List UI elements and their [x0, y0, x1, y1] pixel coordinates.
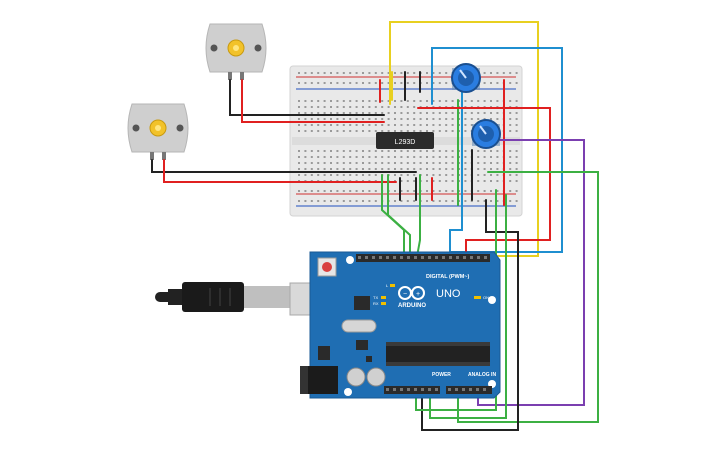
dc-motor-left[interactable] [127, 103, 189, 160]
wire-purple [477, 139, 585, 406]
wire-green-long [457, 171, 599, 423]
usb-cable[interactable] [155, 282, 321, 316]
wire-motor-top-red [241, 79, 385, 123]
tx-label: TX [373, 295, 378, 300]
l-led-label: L [386, 283, 389, 288]
reset-button[interactable] [317, 257, 337, 277]
l293d-chip[interactable]: L293D [376, 132, 434, 149]
wire-motor-top-black [229, 79, 385, 116]
crystal [341, 319, 377, 333]
svg-text:+: + [416, 291, 420, 298]
digital-label: DIGITAL (PWM~) [426, 274, 470, 280]
power-label: POWER [432, 372, 451, 378]
model-label: UNO [436, 288, 461, 300]
reset-button-icon [322, 262, 332, 272]
dc-motor-top[interactable] [205, 23, 267, 80]
brand-label: ARDUINO [398, 303, 426, 309]
potentiometer-top[interactable] [451, 63, 481, 93]
arduino-logo: − + [398, 286, 425, 300]
breadboard-holes [298, 72, 518, 202]
usb-cable-icon [182, 282, 244, 312]
potentiometer-bottom[interactable] [471, 119, 501, 149]
wire-motor-left-black [151, 159, 417, 173]
wire-motor-left-red [163, 159, 397, 183]
wire-red [417, 107, 551, 263]
ic-label: L293D [395, 139, 416, 146]
digital-pins [358, 256, 487, 259]
rx-label: RX [373, 301, 379, 306]
bottom-pins [386, 388, 486, 391]
svg-text:−: − [403, 291, 407, 298]
wire-gnd [421, 199, 519, 431]
analog-label: ANALOG IN [468, 372, 496, 378]
power-header[interactable] [384, 386, 440, 394]
arduino-uno-board[interactable]: DIGITAL (PWM~) − + ARDUINO UNO L TX RX O… [300, 251, 501, 399]
on-label: ON [483, 295, 489, 300]
